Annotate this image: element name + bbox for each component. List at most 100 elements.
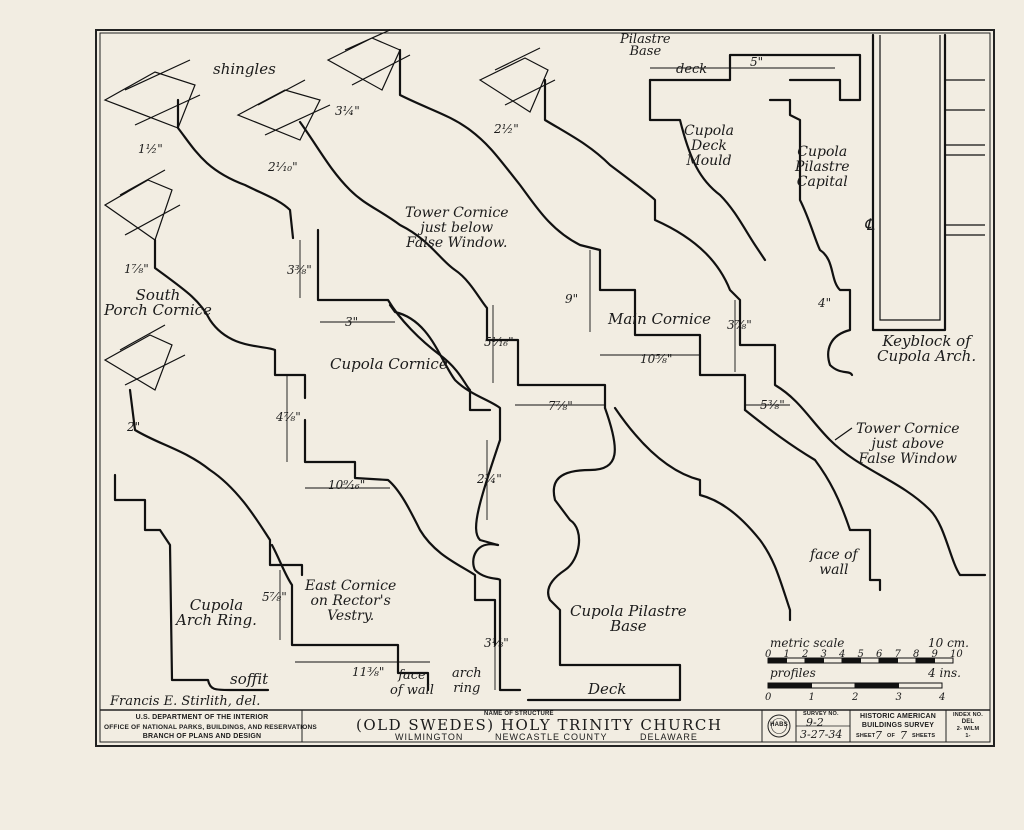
label-face-of-wall-1: face of wall (390, 668, 434, 698)
profiles-scale-fill-2 (854, 682, 899, 689)
profiles-tick-2: 2 (852, 692, 859, 703)
habs-seal-text: HABS (770, 722, 788, 728)
metric-scale-unit: 10 cm. (928, 636, 969, 650)
metric-tick-6: 6 (876, 649, 883, 660)
sheet-number: 7 (875, 729, 882, 742)
label-east-cornice: East Cornice on Rector's Vestry. (305, 578, 397, 624)
profile-pilastre-capital (768, 98, 854, 377)
survey-date: 3-27-34 (800, 728, 843, 741)
structure-name: (OLD SWEDES) HOLY TRINITY CHURCH (356, 716, 723, 734)
label-cupola-deck-mould: Cupola Deck Mould (684, 123, 734, 169)
profile-cupola-cornice (316, 228, 492, 412)
label-cupola-cornice: Cupola Cornice (330, 355, 448, 373)
profiles-tick-1: 1 (808, 692, 815, 703)
profile-tower-cornice-below (298, 120, 607, 410)
metric-tick-7: 7 (894, 649, 901, 660)
dim-3-7-8: 3⅞" (727, 318, 752, 332)
profiles-scale-unit: 4 ins. (928, 666, 961, 680)
dim-2-3-4: 2¾" (477, 472, 502, 486)
metric-scale-title: metric scale (770, 636, 845, 650)
dept-line-3: BRANCH OF PLANS AND DESIGN (142, 733, 262, 740)
profile-arch-ring (113, 473, 270, 692)
pointer-tower-cornice-above (834, 427, 853, 441)
habs-seal (767, 714, 791, 738)
shingle-box-1 (103, 59, 201, 129)
location-county: NEWCASTLE COUNTY (495, 732, 608, 742)
dim-3-3-8: 3⅜" (287, 263, 312, 277)
sheets-word: SHEETS (912, 733, 936, 739)
profile-main-cornice-upper (398, 48, 747, 412)
dim-3: 3" (345, 315, 359, 329)
profile-pilastre-base (526, 406, 682, 702)
index-2: 2- WILM (956, 726, 980, 732)
label-south-porch-cornice: South Porch Cornice (104, 286, 212, 319)
habs-line-1: HISTORIC AMERICAN (859, 713, 937, 720)
label-shingles: shingles (213, 60, 276, 78)
dim-9: 9" (565, 292, 579, 306)
label-main-cornice: Main Cornice (608, 310, 711, 328)
delineator-signature: Francis E. Stirlith, del. (110, 694, 261, 709)
centerline-symbol: ℄ (864, 215, 875, 234)
dim-5-1-16: 5¹⁄₁₆" (484, 335, 514, 349)
keyblock-detail (879, 35, 985, 321)
dim-11-3-8: 11⅜" (352, 665, 385, 679)
label-tower-cornice-below: Tower Cornice just below False Window. (405, 205, 509, 251)
label-deck-top: deck (676, 62, 708, 77)
shingle-box-5 (103, 169, 181, 241)
label-cupola-arch-ring: Cupola Arch Ring. (176, 596, 257, 629)
label-cupola-pilastre-capital: Cupola Pilastre Capital (795, 144, 850, 190)
profile-keystone (388, 303, 502, 547)
profiles-scale-title: profiles (770, 666, 816, 680)
profile-face-of-wall (743, 408, 882, 592)
profile-main-cornice-lower (613, 406, 792, 622)
dim-2-1-10: 2¹⁄₁₀" (268, 160, 298, 174)
habs-line-2: BUILDINGS SURVEY (861, 722, 935, 729)
profiles-scale-fill-1 (767, 682, 812, 689)
dim-3-1-8: 3⅛" (484, 636, 509, 650)
profile-east-cornice (303, 418, 497, 647)
shingle-box-2 (236, 79, 331, 141)
outer-border (95, 29, 995, 747)
dim-4-7-8: 4⅞" (276, 410, 301, 424)
name-of-structure-caption: NAME OF STRUCTURE (484, 711, 554, 717)
dim-1-7-8: 1⅞" (124, 262, 149, 276)
metric-scale-fill-5 (915, 657, 935, 664)
dim-10-9-16: 10⁹⁄₁₆" (328, 478, 366, 492)
dim-7-7-8: 7⅞" (548, 399, 573, 413)
dim-5: 5" (750, 55, 764, 69)
dim-10-5-8: 10⅝" (640, 352, 673, 366)
dim-2: 2" (127, 420, 141, 434)
label-deck-bottom: Deck (588, 680, 627, 698)
dim-4: 4" (818, 296, 832, 310)
sheet-word: SHEET (856, 733, 876, 739)
metric-tick-2: 2 (802, 649, 809, 660)
shingle-box-6 (103, 324, 186, 391)
metric-tick-1: 1 (783, 649, 790, 660)
label-face-of-wall-2: face of wall (810, 547, 858, 578)
metric-scale-fill-4 (878, 657, 898, 664)
of-word: OF (887, 733, 896, 739)
survey-number: 9-2 (806, 716, 824, 729)
location-city: WILMINGTON (395, 732, 464, 742)
profile-shingle-cornice (176, 98, 295, 240)
metric-tick-5: 5 (857, 649, 864, 660)
sheet-total: 7 (900, 729, 907, 742)
metric-tick-0: 0 (765, 649, 772, 660)
dept-line-1: U.S. DEPARTMENT OF THE INTERIOR (135, 714, 269, 721)
metric-tick-3: 3 (820, 649, 827, 660)
profile-tower-cornice-above (543, 78, 987, 577)
dim-2-1-2: 2½" (494, 122, 519, 136)
index-no-caption: INDEX NO. (953, 712, 983, 718)
profile-soffit-lower (270, 543, 430, 692)
index-3: 1- (965, 733, 971, 739)
label-soffit: soffit (230, 670, 269, 688)
survey-no-caption: SURVEY NO. (803, 711, 839, 717)
metric-tick-9: 9 (931, 649, 938, 660)
metric-tick-8: 8 (913, 649, 920, 660)
location-state: DELAWARE (640, 732, 698, 742)
metric-scale-fill-1 (767, 657, 787, 664)
shingle-box-4 (478, 47, 556, 113)
profiles-tick-0: 0 (765, 692, 772, 703)
metric-scale-fill-2 (804, 657, 824, 664)
